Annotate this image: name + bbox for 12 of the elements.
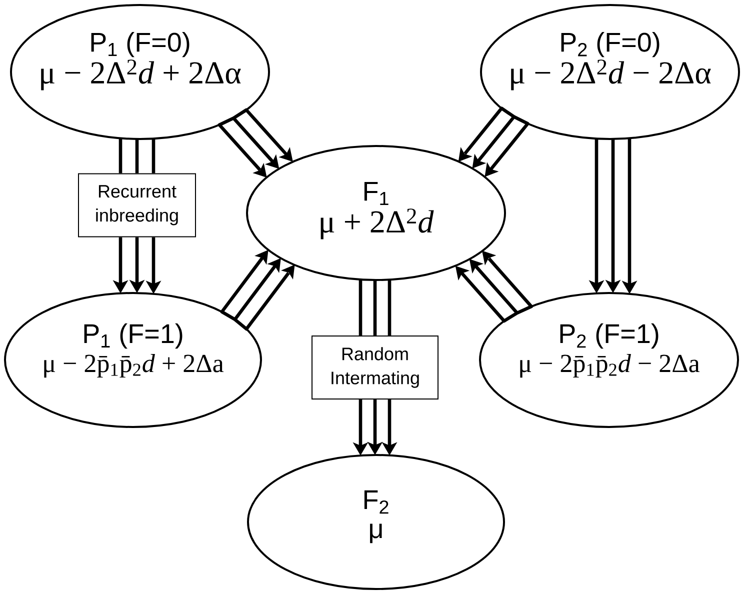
ellipse-node: F$_{1}$ μ + 2Δ$^{2}$d: [246, 145, 506, 281]
triple-arrow: [218, 108, 293, 178]
ellipse-node: P$_{2}$ (F=1) μ − 2p̄$_{1}$p̄$_{2}$d − 2Δa: [479, 292, 739, 428]
ellipse-node: P$_{2}$ (F=0) μ − 2Δ$^{2}$d − 2Δα: [480, 4, 740, 140]
triple-arrow: [455, 250, 534, 323]
ellipse-node: P$_{1}$ (F=1) μ − 2p̄$_{1}$p̄$_{2}$d + 2Δa: [4, 292, 262, 428]
edge-label: Recurrent inbreeding: [78, 173, 196, 238]
ellipse-node: F$_{2}$ μ: [247, 454, 505, 590]
ellipse-node: P$_{1}$ (F=0) μ − 2Δ$^{2}$d + 2Δα: [10, 4, 270, 140]
edge-label: Random Intermating: [312, 336, 438, 400]
triple-arrow: [220, 250, 295, 331]
triple-arrow: [458, 106, 530, 177]
